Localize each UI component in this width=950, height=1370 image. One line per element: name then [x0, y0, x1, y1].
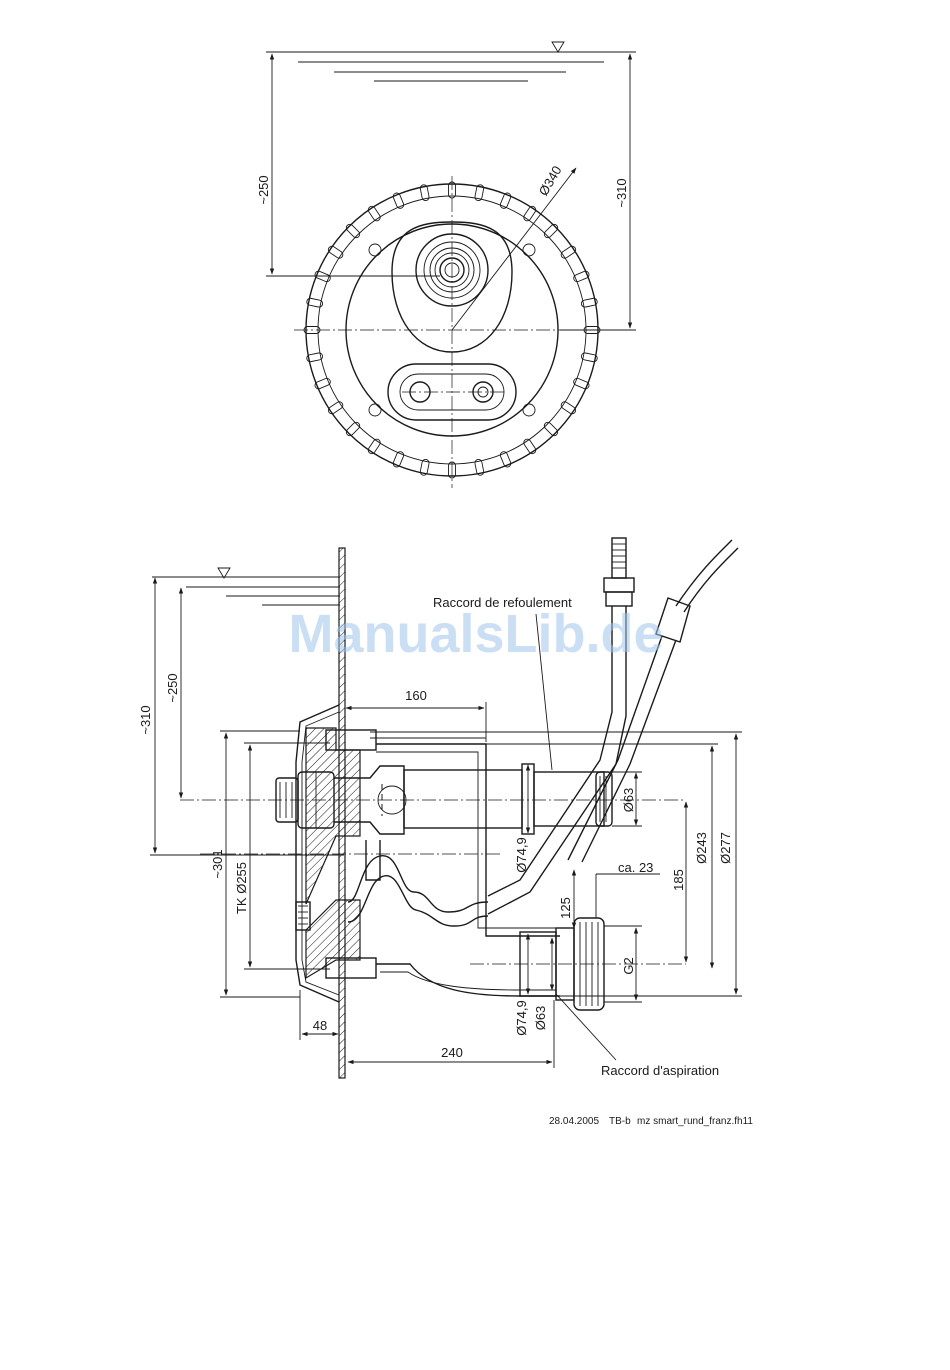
- water-level-top: [266, 42, 636, 81]
- water-level-section: [152, 568, 340, 605]
- outlet-connector: [534, 772, 604, 826]
- rim-slot: [522, 438, 537, 455]
- section-dim-250: ~250: [165, 673, 180, 702]
- rim-slot: [367, 438, 382, 455]
- rim-slot: [543, 421, 559, 437]
- rim-slot: [367, 205, 382, 222]
- section-dim-301: ~301: [210, 849, 225, 878]
- control-panel: [388, 364, 516, 420]
- rim-slot: [543, 223, 559, 239]
- section-dim-diameter-74-9-bottom: Ø74,9: [514, 1000, 529, 1035]
- section-dim-48: 48: [313, 1018, 327, 1033]
- section-dim-240: 240: [441, 1045, 463, 1060]
- top-center-lines: [294, 176, 612, 488]
- section-dim-125: 125: [558, 897, 573, 919]
- footer: 28.04.2005 TB-b mz smart_rund_franz.fh11: [549, 1116, 753, 1127]
- outlet-pipe: [404, 764, 612, 834]
- section-dim-160: 160: [405, 688, 427, 703]
- screw-hole: [369, 244, 381, 256]
- rim-slot: [327, 245, 344, 260]
- rim-slot: [345, 421, 361, 437]
- screw-hole: [523, 404, 535, 416]
- footer-file: mz smart_rund_franz.fh11: [637, 1116, 753, 1127]
- section-dim-185: 185: [671, 869, 686, 891]
- top-dim-250: ~250: [256, 175, 271, 204]
- top-dimension-lines: [266, 54, 636, 330]
- section-center-lines: [180, 800, 686, 964]
- label-raccord-aspiration: Raccord d'aspiration: [601, 1063, 719, 1078]
- rim-slot: [560, 245, 577, 260]
- footer-ref: TB-b: [609, 1116, 631, 1127]
- screw-hole: [523, 244, 535, 256]
- section-dim-diameter-277: Ø277: [718, 832, 733, 864]
- top-dim-diameter-340: Ø340: [536, 163, 565, 198]
- top-dim-310: ~310: [614, 178, 629, 207]
- air-hose-fitting: [604, 578, 634, 592]
- section-dim-310: ~310: [138, 705, 153, 734]
- section-dim-diameter-74-9-top: Ø74,9: [514, 837, 529, 872]
- front-cover-section: [296, 705, 376, 1002]
- water-level-triangle-icon: [218, 568, 230, 578]
- cable: [568, 540, 738, 862]
- rim-slot: [327, 400, 344, 415]
- section-dim-tk-255: TK Ø255: [234, 862, 249, 914]
- section-dim-ca-23: ca. 23: [618, 860, 653, 875]
- section-dim-diameter-63-top: Ø63: [621, 788, 636, 813]
- footer-date: 28.04.2005: [549, 1116, 599, 1127]
- rim-slot: [345, 223, 361, 239]
- watermark: ManualsLib.de: [288, 604, 663, 664]
- water-level-triangle-icon: [552, 42, 564, 52]
- top-view: ~250 ~310 Ø340: [256, 42, 636, 488]
- section-dim-g2: G2: [621, 957, 636, 974]
- section-dim-diameter-63-bottom: Ø63: [533, 1006, 548, 1031]
- rim-slot: [560, 400, 577, 415]
- rim-slot: [522, 205, 537, 222]
- section-dim-diameter-243: Ø243: [694, 832, 709, 864]
- screw-hole: [369, 404, 381, 416]
